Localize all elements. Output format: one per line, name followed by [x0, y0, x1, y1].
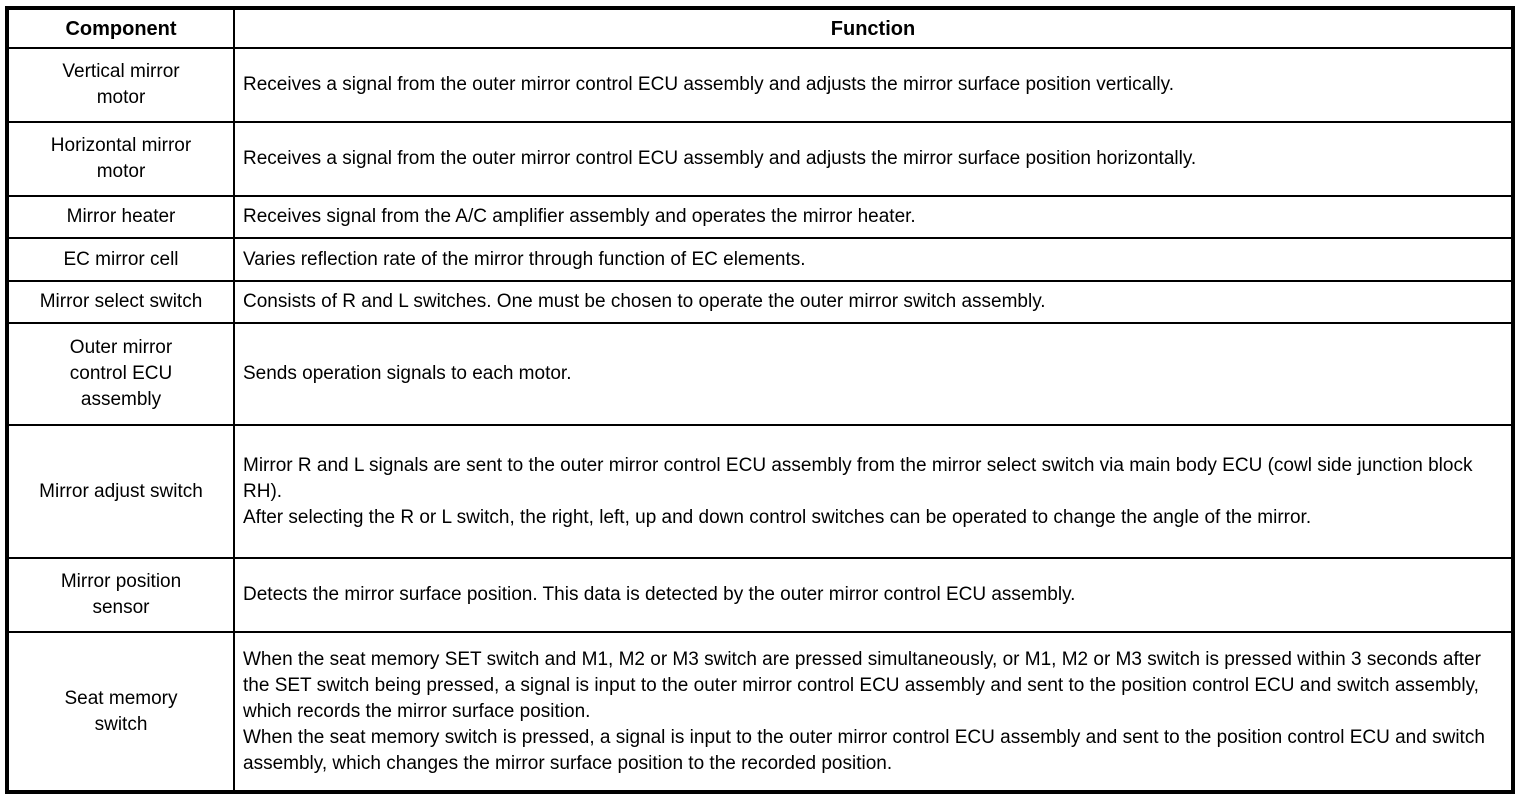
header-cell-component: Component	[6, 7, 235, 49]
component-cell: Mirror adjust switch	[6, 424, 235, 559]
table-row: Mirror adjust switch Mirror R and L sign…	[6, 424, 1514, 559]
table-row: Seat memory switch When the seat memory …	[6, 631, 1514, 793]
function-cell: Mirror R and L signals are sent to the o…	[233, 424, 1514, 559]
function-cell: Varies reflection rate of the mirror thr…	[233, 237, 1514, 282]
function-cell: Receives signal from the A/C amplifier a…	[233, 195, 1514, 239]
table-row: Vertical mirror motor Receives a signal …	[6, 47, 1514, 123]
component-cell: EC mirror cell	[6, 237, 235, 282]
table-row: Mirror position sensor Detects the mirro…	[6, 557, 1514, 633]
function-cell: Receives a signal from the outer mirror …	[233, 121, 1514, 197]
table-row: EC mirror cell Varies reflection rate of…	[6, 237, 1514, 282]
component-cell: Horizontal mirror motor	[6, 121, 235, 197]
table-body: Vertical mirror motor Receives a signal …	[6, 47, 1514, 793]
component-cell: Mirror heater	[6, 195, 235, 239]
function-cell: Sends operation signals to each motor.	[233, 322, 1514, 426]
component-cell: Seat memory switch	[6, 631, 235, 793]
component-cell: Mirror position sensor	[6, 557, 235, 633]
component-cell: Outer mirror control ECU assembly	[6, 322, 235, 426]
table-row: Mirror select switch Consists of R and L…	[6, 280, 1514, 324]
table-row: Mirror heater Receives signal from the A…	[6, 195, 1514, 239]
header-cell-function: Function	[233, 7, 1514, 49]
table-row: Outer mirror control ECU assembly Sends …	[6, 322, 1514, 426]
table-row: Horizontal mirror motor Receives a signa…	[6, 121, 1514, 197]
component-function-table: Component Function Vertical mirror motor…	[5, 6, 1515, 794]
function-cell: Detects the mirror surface position. Thi…	[233, 557, 1514, 633]
component-cell: Vertical mirror motor	[6, 47, 235, 123]
component-cell: Mirror select switch	[6, 280, 235, 324]
function-cell: Receives a signal from the outer mirror …	[233, 47, 1514, 123]
function-cell: Consists of R and L switches. One must b…	[233, 280, 1514, 324]
function-cell: When the seat memory SET switch and M1, …	[233, 631, 1514, 793]
header-row: Component Function	[6, 7, 1514, 49]
table-header: Component Function	[6, 7, 1514, 49]
